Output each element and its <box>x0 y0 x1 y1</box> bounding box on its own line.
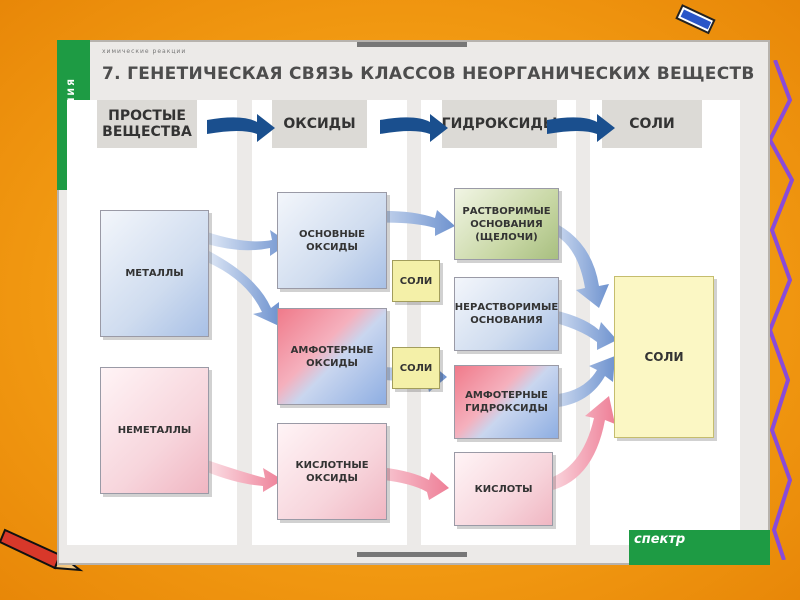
box-nonmetals: НЕМЕТАЛЛЫ <box>100 367 209 494</box>
top-decor-bar <box>357 42 467 47</box>
header-arrow-2 <box>380 114 448 142</box>
box-amphoteric-hydroxides: АМФОТЕРНЫЕ ГИДРОКСИДЫ <box>454 365 559 439</box>
box-acidic-oxides: КИСЛОТНЫЕ ОКСИДЫ <box>277 423 387 520</box>
box-metals: МЕТАЛЛЫ <box>100 210 209 337</box>
header-arrow-1 <box>207 114 275 142</box>
column-header-oxides: ОКСИДЫ <box>272 100 367 148</box>
column-header-simple-substances: ПРОСТЫЕ ВЕЩЕСТВА <box>97 100 197 148</box>
poster-subheader: химические реакции <box>102 48 187 55</box>
box-basic-oxides: ОСНОВНЫЕ ОКСИДЫ <box>277 192 387 289</box>
box-insoluble-bases: НЕРАСТВОРИМЫЕ ОСНОВАНИЯ <box>454 277 559 351</box>
decorative-squiggle-right <box>767 60 795 560</box>
poster: ХИМИЯ химические реакции 7. ГЕНЕТИЧЕСКАЯ… <box>57 40 770 565</box>
box-acids: КИСЛОТЫ <box>454 452 553 526</box>
poster-header: химические реакции 7. ГЕНЕТИЧЕСКАЯ СВЯЗЬ… <box>102 40 770 92</box>
box-salts: СОЛИ <box>614 276 714 438</box>
bottom-decor-bar <box>357 552 467 557</box>
column-header-hydroxides: ГИДРОКСИДЫ <box>442 100 557 148</box>
box-amphoteric-oxides: АМФОТЕРНЫЕ ОКСИДЫ <box>277 308 387 405</box>
column-header-salts: СОЛИ <box>602 100 702 148</box>
box-soluble-bases: РАСТВОРИМЫЕ ОСНОВАНИЯ (ЩЕЛОЧИ) <box>454 188 559 260</box>
poster-title: 7. ГЕНЕТИЧЕСКАЯ СВЯЗЬ КЛАССОВ НЕОРГАНИЧЕ… <box>102 64 755 84</box>
publisher-logo-text: спектр <box>634 532 686 547</box>
pencil-icon <box>675 4 716 35</box>
publisher-logo: спектр <box>629 530 770 565</box>
box-salts-small-1: СОЛИ <box>392 260 440 302</box>
header-arrow-3 <box>547 114 615 142</box>
box-salts-small-2: СОЛИ <box>392 347 440 389</box>
